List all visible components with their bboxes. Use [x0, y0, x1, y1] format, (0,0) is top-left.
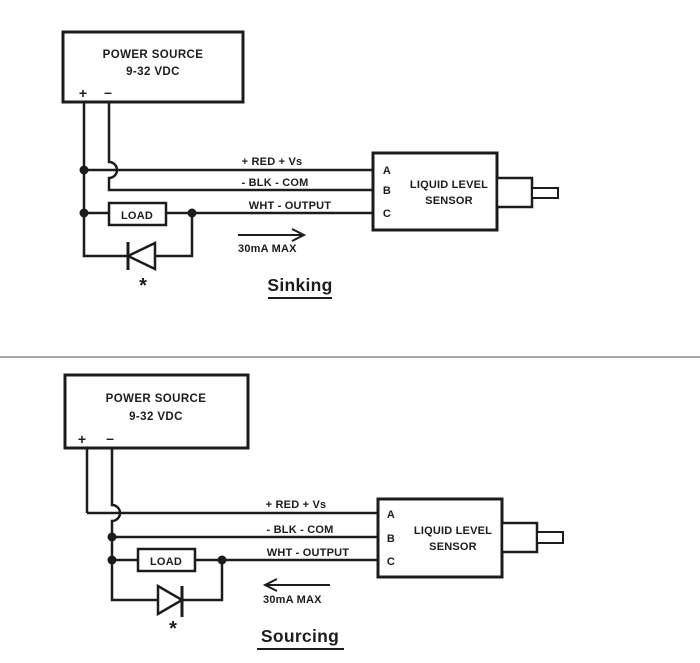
sourcing-terminal-c: C	[387, 556, 395, 568]
sinking-positive-wire	[82, 102, 128, 258]
sourcing-sensor-probe-body	[500, 521, 539, 554]
sinking-diagram: POWER SOURCE 9-32 VDC + – LOAD * + RED +…	[61, 30, 559, 299]
sinking-power-source-box	[61, 30, 245, 104]
sinking-terminal-b: B	[383, 185, 391, 197]
sinking-terminal-a: A	[383, 165, 391, 177]
sourcing-junction-dot	[217, 555, 227, 565]
sinking-white-wire-label: WHT - OUTPUT	[249, 200, 332, 212]
sinking-junction-dot	[187, 208, 197, 218]
sinking-load-label: LOAD	[121, 210, 153, 222]
sourcing-junction-dot	[107, 532, 117, 542]
sinking-sensor-probe-tip	[531, 187, 559, 199]
sinking-power-source-voltage: 9-32 VDC	[126, 66, 180, 78]
sinking-current-arrowhead-icon	[291, 228, 307, 242]
sourcing-terminal-a: A	[387, 509, 395, 521]
sourcing-load-box	[136, 547, 197, 573]
sinking-load-box	[107, 201, 168, 227]
sourcing-negative-wire-with-hop	[110, 448, 158, 602]
sinking-current-note: 30mA MAX	[238, 243, 297, 255]
sinking-plus-terminal-label: +	[79, 85, 87, 101]
sourcing-plus-terminal-label: +	[78, 431, 86, 447]
sourcing-title: Sourcing	[261, 626, 339, 646]
sinking-minus-terminal-label: –	[104, 84, 112, 100]
sourcing-white-wire-label: WHT - OUTPUT	[267, 547, 350, 559]
sourcing-terminal-b: B	[387, 533, 395, 545]
sourcing-minus-terminal-label: –	[106, 430, 114, 446]
sourcing-load-label: LOAD	[150, 556, 182, 568]
sourcing-diagram: POWER SOURCE 9-32 VDC + – LOAD * + RED +…	[63, 373, 564, 650]
sinking-terminal-c: C	[383, 208, 391, 220]
sinking-diode-asterisk: *	[139, 275, 147, 297]
sinking-red-wire-label: + RED + Vs	[242, 156, 303, 168]
sourcing-junction-dot	[107, 555, 117, 565]
sourcing-black-wire-label: - BLK - COM	[267, 524, 334, 536]
sinking-black-wire-label: - BLK - COM	[242, 177, 309, 189]
sourcing-power-source-box	[63, 373, 250, 450]
sourcing-diode-asterisk: *	[169, 618, 177, 640]
sourcing-diode-triangle	[156, 583, 185, 617]
sinking-title: Sinking	[267, 275, 332, 295]
sourcing-current-arrowhead-icon	[262, 578, 278, 592]
sourcing-sensor-label-line1: LIQUID LEVEL	[414, 525, 492, 537]
sinking-power-source-name: POWER SOURCE	[103, 49, 204, 61]
sinking-sensor-box	[371, 151, 499, 232]
sinking-sensor-probe-body	[495, 176, 534, 209]
sourcing-sensor-box	[376, 497, 504, 579]
sinking-sensor-label-line1: LIQUID LEVEL	[410, 179, 488, 191]
sourcing-power-source-name: POWER SOURCE	[106, 393, 207, 405]
sourcing-sensor-label-line2: SENSOR	[429, 541, 477, 553]
sinking-diode-return-wire	[155, 213, 194, 258]
sinking-junction-dot	[79, 165, 89, 175]
sourcing-diode-return-wire	[182, 560, 224, 602]
sourcing-current-note: 30mA MAX	[263, 594, 322, 606]
sinking-sensor-label-line2: SENSOR	[425, 195, 473, 207]
sinking-diode-triangle	[125, 241, 157, 271]
sourcing-power-source-voltage: 9-32 VDC	[129, 411, 183, 423]
sinking-junction-dot	[79, 208, 89, 218]
sourcing-sensor-probe-tip	[536, 531, 564, 544]
sourcing-red-wire-label: + RED + Vs	[266, 499, 327, 511]
separator-line	[0, 356, 700, 358]
